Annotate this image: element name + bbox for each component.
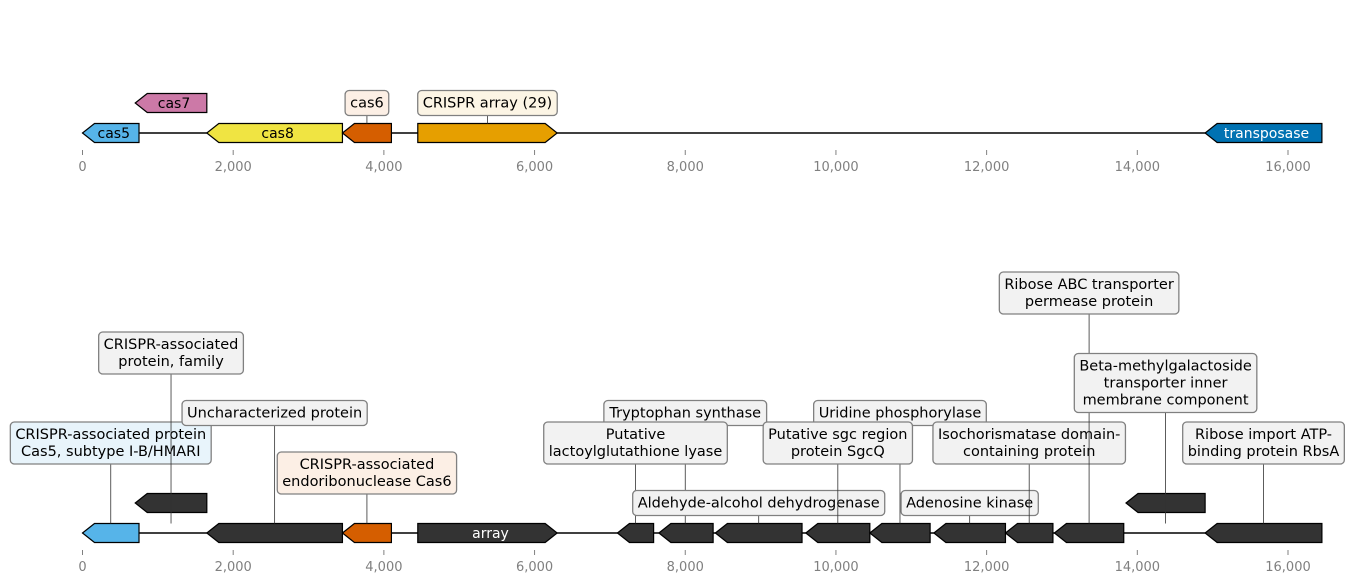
gene-label-cas7: cas7 (158, 96, 190, 112)
callout-text: CRISPR-associated (104, 337, 239, 353)
callout-text: Cas5, subtype I-B/HMARI (21, 444, 200, 460)
axis-tick-label: 16,000 (1265, 160, 1311, 175)
gene-g6 (616, 522, 655, 544)
callout-text: lactoylglutathione lyase (549, 444, 723, 460)
callout-box (276, 451, 458, 495)
callout-text: Ribose import ATP- (1195, 427, 1332, 443)
gene-transposase (1204, 122, 1323, 144)
axis-tick-label: 4,000 (365, 560, 402, 575)
callout-text: containing protein (963, 444, 1095, 460)
axis-tick-label: 4,000 (365, 160, 402, 175)
callout-text: binding protein RbsA (1188, 444, 1340, 460)
axis-tick-label: 14,000 (1115, 160, 1161, 175)
callout-text: protein, family (118, 354, 224, 370)
callout-text: Beta-methylgalactoside (1079, 359, 1252, 375)
axis-tick-label: 12,000 (964, 560, 1010, 575)
gene-g12 (1004, 522, 1054, 544)
callout-text: Tryptophan synthase (608, 406, 761, 422)
axis-tick-label: 10,000 (813, 560, 859, 575)
axis-tick-label: 0 (78, 560, 86, 575)
callout-box (632, 489, 886, 517)
callout-box (543, 421, 728, 465)
axis-tick-label: 6,000 (516, 560, 553, 575)
gene-g4 (341, 522, 393, 544)
axis-tick-label: 8,000 (667, 560, 704, 575)
axis-tick-label: 10,000 (813, 160, 859, 175)
axis-tick-label: 6,000 (516, 160, 553, 175)
gene-g15 (1204, 522, 1323, 544)
callout-box (998, 271, 1180, 315)
callout-text: Putative (606, 427, 666, 443)
callout-text: CRISPR array (29) (423, 96, 553, 112)
axis-tick-label: 2,000 (215, 560, 252, 575)
axis-tick-label: 2,000 (215, 160, 252, 175)
gene-g10 (868, 522, 931, 544)
axis-tick-label: 0 (78, 160, 86, 175)
callout-text: Aldehyde-alcohol dehydrogenase (638, 496, 880, 512)
callout-text: membrane component (1083, 393, 1249, 409)
callout-box (9, 421, 212, 465)
axis-tick-label: 8,000 (667, 160, 704, 175)
gene-g8 (714, 522, 803, 544)
gene-label-g5: array (472, 526, 509, 542)
callout-box (181, 399, 368, 427)
gene-g9 (804, 522, 871, 544)
callout-text: protein SgcQ (791, 444, 885, 460)
gene-g5 (417, 522, 559, 544)
callout-box (417, 89, 558, 117)
top-track: cas5 cas7 cas8 transposase cas6 CRISPR array … (78, 89, 1323, 175)
gene-label-cas5: cas5 (98, 126, 130, 142)
callout-text: Uncharacterized protein (187, 406, 362, 422)
gene-cas7 (134, 92, 208, 114)
callout-text: permease protein (1025, 294, 1153, 310)
gene-label-cas8: cas8 (261, 126, 293, 142)
callout-text: Putative sgc region (768, 427, 907, 443)
callout-box (1182, 421, 1345, 465)
callout-text: Uridine phosphorylase (819, 406, 982, 422)
callout-box (932, 421, 1127, 465)
gene-g1 (81, 522, 140, 544)
gene-g11 (932, 522, 1007, 544)
axis-tick-label: 14,000 (1115, 560, 1161, 575)
callout-text: transporter inner (1104, 376, 1228, 392)
callout-text: CRISPR-associated protein (15, 427, 206, 443)
gene-g7 (657, 522, 714, 544)
callout-box (98, 331, 245, 375)
gene-label-transposase: transposase (1224, 126, 1309, 142)
callout-text: Ribose ABC transporter (1004, 277, 1174, 293)
callout-text: endoribonuclease Cas6 (282, 474, 451, 490)
axis-tick-label: 12,000 (964, 160, 1010, 175)
callout-box (762, 421, 914, 465)
gene-crispr-array (417, 122, 559, 144)
gene-g13 (1053, 522, 1125, 544)
callout-text: CRISPR-associated (300, 457, 435, 473)
callout-text: Adenosine kinase (906, 496, 1033, 512)
callout-box (344, 89, 390, 117)
axis-tick-label: 16,000 (1265, 560, 1311, 575)
callout-text: Isochorismatase domain- (938, 427, 1120, 443)
callout-box (1073, 352, 1258, 414)
callout-text: cas6 (350, 96, 384, 112)
callout-box (900, 489, 1039, 517)
gene-cas6 (341, 122, 393, 144)
gene-g3 (205, 522, 344, 544)
gene-cas5 (81, 122, 140, 144)
